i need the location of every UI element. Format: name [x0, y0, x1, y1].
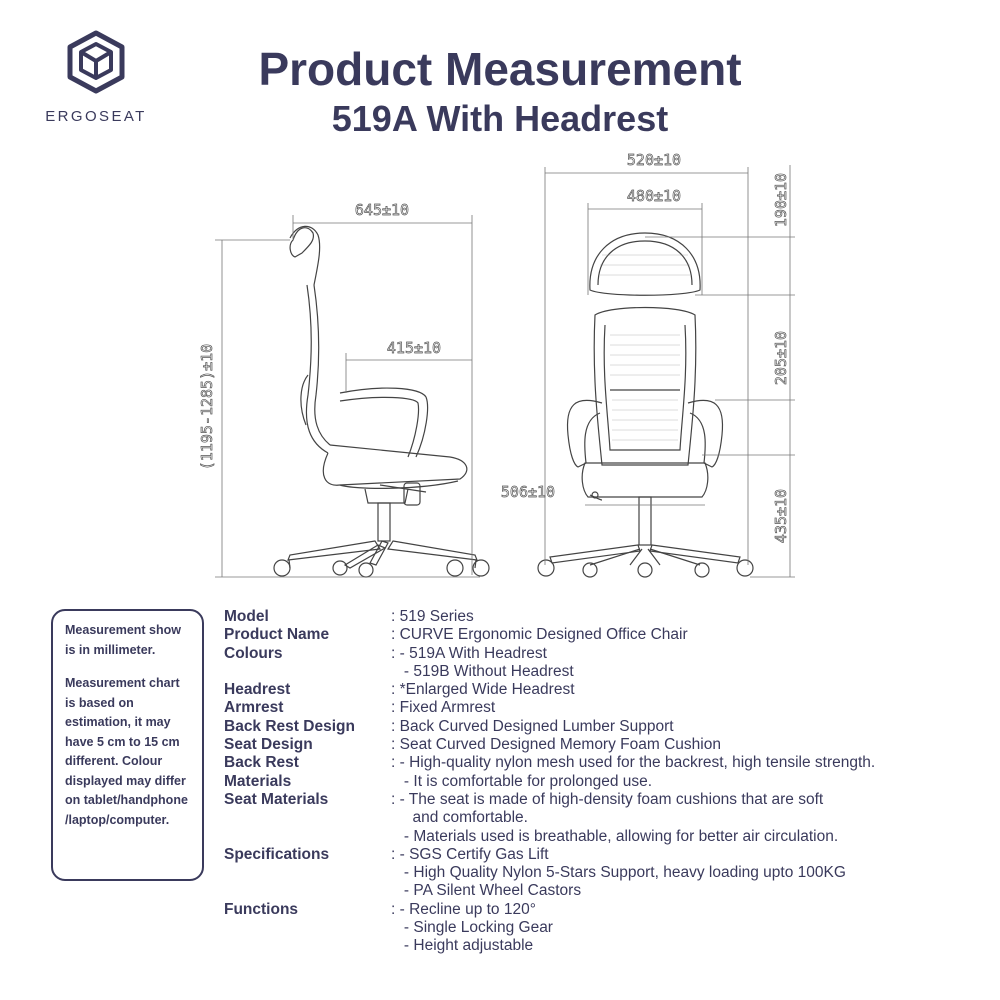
spec-label: Functions [224, 900, 299, 918]
spec-row: - Single Locking Gear [224, 919, 875, 937]
spec-label-spacer [224, 919, 391, 937]
note-paragraph-units: Measurement show is in millimeter. [65, 623, 182, 657]
spec-label: Product Name [224, 626, 330, 644]
spec-row: - 519B Without Headrest [224, 663, 875, 681]
dim-seat-width: 506±10 [501, 483, 555, 501]
dim-side-seat-depth: 415±10 [387, 339, 441, 357]
spec-row: Back Rest : - High-quality nylon mesh use… [224, 754, 875, 772]
page-title: Product Measurement [258, 43, 742, 95]
dim-front-width: 520±10 [627, 151, 681, 169]
spec-label: Back Rest [224, 754, 299, 772]
dim-headrest-height: 190±10 [772, 173, 790, 227]
spec-value: - 519B Without Headrest [391, 662, 574, 680]
spec-label: Seat Design [224, 736, 313, 754]
front-view-chair [537, 232, 754, 578]
spec-value: - High Quality Nylon 5-Stars Support, he… [391, 864, 846, 882]
spec-label: Headrest [224, 681, 291, 699]
spec-label: Seat Materials [224, 790, 329, 808]
dim-seat-height: 435±10 [772, 489, 790, 543]
spec-label-spacer [224, 864, 391, 882]
spec-value: : - Recline up to 120° [391, 900, 536, 918]
mesh-pattern [600, 254, 690, 441]
measurement-note-box: Measurement show is in millimeter. Measu… [51, 609, 204, 881]
spec-row: Headrest : *Enlarged Wide Headrest [224, 681, 875, 699]
spec-row: - Height adjustable [224, 937, 875, 955]
spec-row: Materials - It is comfortable for prolon… [224, 773, 875, 791]
spec-label: Model [224, 608, 269, 625]
spec-row: - High Quality Nylon 5-Stars Support, he… [224, 864, 875, 882]
spec-label-spacer [224, 882, 391, 900]
dim-lumbar-height: 205±10 [772, 331, 790, 385]
spec-label: Materials [224, 772, 292, 790]
spec-label: Armrest [224, 699, 284, 717]
spec-label: Colours [224, 644, 283, 662]
spec-value: - It is comfortable for prolonged use. [391, 772, 653, 790]
ergoseat-hexagon-logo-icon [67, 30, 125, 94]
spec-value: : - The seat is made of high-density foa… [391, 790, 824, 808]
spec-label: Back Rest Design [224, 717, 355, 735]
spec-row: and comfortable. [224, 809, 875, 827]
spec-value: : - SGS Certify Gas Lift [391, 845, 549, 863]
brand-name: ERGOSEAT [45, 108, 147, 125]
spec-row: Seat Materials : - The seat is made of hi… [224, 791, 875, 809]
spec-label-spacer [224, 828, 391, 846]
spec-label-spacer [224, 809, 391, 827]
spec-value: - PA Silent Wheel Castors [391, 882, 582, 900]
dim-side-height: (1195-1285)±10 [198, 344, 216, 470]
spec-row: Specifications : - SGS Certify Gas Lift [224, 846, 875, 864]
spec-row: Colours : - 519A With Headrest [224, 645, 875, 663]
spec-row: Functions : - Recline up to 120° [224, 901, 875, 919]
brand-logo: ERGOSEAT [36, 30, 156, 130]
spec-value: : Fixed Armrest [391, 699, 496, 717]
spec-label-spacer [224, 937, 391, 955]
spec-row: Armrest : Fixed Armrest [224, 699, 875, 717]
spec-value: : - 519A With Headrest [391, 644, 547, 662]
spec-value: : Seat Curved Designed Memory Foam Cushi… [391, 736, 721, 754]
page-subtitle: 519A With Headrest [331, 98, 669, 139]
spec-label: Specifications [224, 845, 330, 863]
spec-row: Back Rest Design : Back Curved Designed L… [224, 718, 875, 736]
dim-front-back-width: 480±10 [627, 187, 681, 205]
dim-side-depth: 645±10 [355, 201, 409, 219]
spec-value: : CURVE Ergonomic Designed Office Chair [391, 626, 688, 644]
chair-measurement-drawing: 645±10 415±10 (1195-1285)±10 520±10 480±… [198, 151, 795, 578]
spec-value: - Materials used is breathable, allowing… [391, 827, 839, 845]
spec-row: - PA Silent Wheel Castors [224, 882, 875, 900]
spec-value: : - High-quality nylon mesh used for the… [391, 754, 876, 772]
dimension-lines [215, 165, 795, 578]
spec-row: Seat Design : Seat Curved Designed Memory… [224, 736, 875, 754]
side-view-chair [273, 225, 490, 578]
spec-label-spacer [224, 663, 391, 681]
spec-value: and comfortable. [391, 809, 528, 827]
spec-value: - Single Locking Gear [391, 919, 553, 937]
note-paragraph-disclaimer: Measurement chart is based on estimation… [65, 676, 188, 827]
spec-value: : *Enlarged Wide Headrest [391, 681, 575, 699]
spec-row: Model : 519 Series [224, 608, 875, 626]
spec-row: - Materials used is breathable, allowing… [224, 828, 875, 846]
spec-value: : 519 Series [391, 608, 474, 625]
spec-value: : Back Curved Designed Lumber Support [391, 717, 674, 735]
spec-row: Product Name : CURVE Ergonomic Designed O… [224, 626, 875, 644]
spec-value: - Height adjustable [391, 937, 534, 955]
